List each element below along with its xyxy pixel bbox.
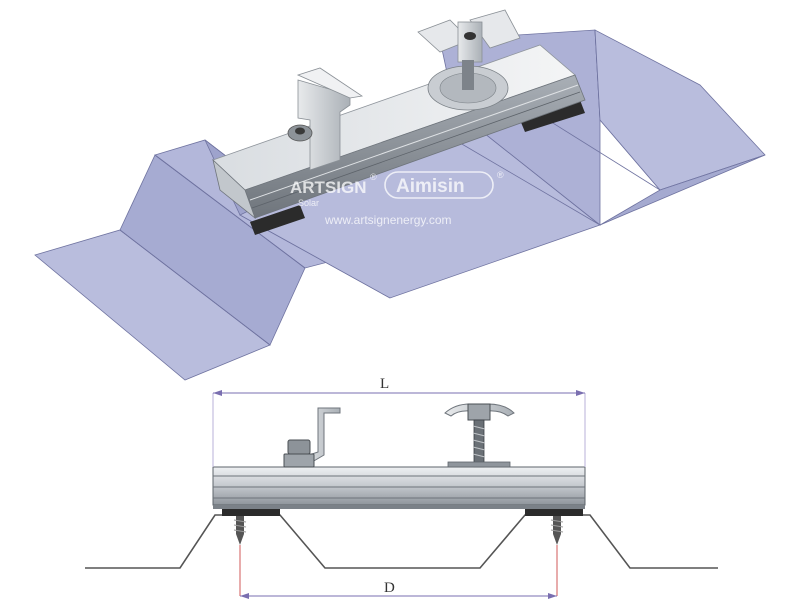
sheet-panel-8 (594, 29, 766, 191)
sheet-fold-1 (119, 229, 271, 346)
watermark-brand-left-sub: Solar (298, 198, 319, 208)
screw-left (233, 516, 247, 545)
rubber-pad-side-left (222, 509, 280, 516)
end-clamp-side (283, 407, 341, 468)
sheet-panel-9 (599, 154, 766, 226)
mid-clamp-body (457, 21, 483, 63)
isometric-view: ARTSIGN Solar ® Aimisin ® www.artsignene… (34, 9, 766, 381)
end-clamp-nut (283, 453, 315, 468)
end-clamp-bolt-head (287, 439, 311, 455)
mid-clamp-bolt-shaft (462, 60, 474, 90)
watermark-brand-right: Aimisin (396, 176, 465, 197)
rail-groove-2 (251, 91, 581, 209)
watermark-registered-left: ® (370, 172, 377, 182)
end-clamp-3d (287, 67, 364, 171)
dimension-l-arrow-left (213, 390, 222, 396)
mid-clamp-wing-right (469, 9, 521, 49)
mid-clamp-side (444, 403, 515, 468)
mid-clamp-3d (417, 9, 521, 111)
watermark-brand-right-frame (384, 171, 494, 199)
rail-side-foot (213, 505, 585, 509)
watermark-website: www.artsignenergy.com (324, 213, 452, 227)
dimension-distance: D (239, 545, 558, 599)
dimension-length: L (212, 376, 586, 467)
rubber-pad-side-right (525, 509, 583, 516)
dimension-d-arrow-right (548, 593, 557, 599)
watermark: ARTSIGN Solar ® Aimisin ® www.artsignene… (290, 170, 504, 227)
sheet-fold-3 (454, 139, 601, 226)
dimension-d-label: D (384, 580, 395, 596)
roof-sheet (34, 29, 766, 381)
sheet-fold-2 (154, 154, 306, 269)
mid-clamp-bolt-3d (464, 32, 476, 40)
sheet-fold-4 (539, 114, 661, 191)
dimension-l-label: L (380, 376, 389, 392)
mid-clamp-serrated-base (447, 461, 511, 468)
rail-end-face (212, 158, 256, 220)
dimension-d-arrow-left (240, 593, 249, 599)
watermark-brand-left: ARTSIGN (290, 178, 367, 197)
watermark-registered-right: ® (497, 170, 504, 180)
end-clamp-top (296, 67, 364, 99)
roof-profile-line (85, 514, 718, 569)
rail-side-body (212, 466, 586, 506)
end-clamp-bolt-hex (295, 127, 305, 135)
mid-clamp-head (467, 403, 491, 421)
dimension-l-arrow-right (576, 390, 585, 396)
rubber-pad-right (520, 100, 585, 132)
side-elevation-view: L D (85, 376, 718, 599)
rubber-pad-left (250, 205, 305, 235)
rail-groove-1 (249, 84, 579, 201)
screw-right (550, 516, 564, 545)
